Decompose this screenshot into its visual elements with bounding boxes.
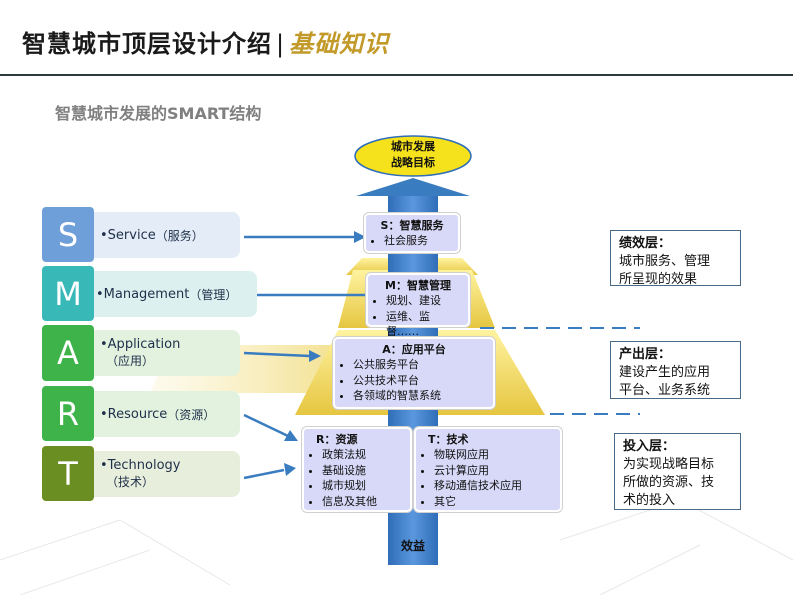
technology-item: 物联网应用 xyxy=(434,447,554,463)
service-band: •Service（服务） xyxy=(94,212,240,258)
technology-item: 其它 xyxy=(434,494,554,510)
goal-line-2: 战略目标 xyxy=(391,156,435,169)
application-label-cn: （应用） xyxy=(106,354,155,368)
resource-item: 城市规划 xyxy=(322,478,404,494)
title-highlight: 基础知识 xyxy=(289,30,390,58)
section-subtitle: 智慧城市发展的SMART结构 xyxy=(55,104,262,123)
application-arrow xyxy=(243,351,311,358)
management-band: •Management（管理） xyxy=(94,271,257,317)
goal-arrow-head xyxy=(356,178,470,196)
resource-item: 基础设施 xyxy=(322,463,404,479)
letter-m-tile: M xyxy=(42,266,94,321)
service-label: •Service xyxy=(100,227,156,243)
output-layer-head: 产出层： xyxy=(619,347,672,362)
technology-item: 云计算应用 xyxy=(434,463,554,479)
title-main: 智慧城市顶层设计介绍 xyxy=(22,30,272,58)
input-layer-note: 投入层： 为实现战略目标 所做的资源、技 术的投入 xyxy=(614,433,741,510)
technology-box: T：技术 物联网应用 云计算应用 移动通信技术应用 其它 xyxy=(414,427,562,512)
resource-item: 信息及其他 xyxy=(322,494,404,510)
input-layer-line: 所做的资源、技 xyxy=(623,475,715,490)
header-divider xyxy=(0,74,793,76)
application-band: •Application （应用） xyxy=(94,330,240,376)
application-box: A：应用平台 公共服务平台 公共技术平台 各领域的智慧系统 xyxy=(333,337,495,409)
application-arrow-head xyxy=(309,350,321,362)
input-layer-line: 为实现战略目标 xyxy=(623,457,715,472)
letter-t-tile: T xyxy=(42,446,94,501)
input-layer-line: 术的投入 xyxy=(623,493,676,508)
management-box-head: M：智慧管理 xyxy=(385,279,451,292)
input-layer-head: 投入层： xyxy=(623,439,676,454)
management-label: •Management xyxy=(96,286,190,302)
output-layer-line: 平台、业务系统 xyxy=(619,383,711,398)
service-item: 社会服务 xyxy=(384,233,452,249)
technology-label-cn: （技术） xyxy=(106,475,155,489)
application-item: 公共服务平台 xyxy=(353,357,487,373)
service-label-cn: （服务） xyxy=(155,228,204,243)
technology-band: •Technology （技术） xyxy=(94,451,240,497)
resource-band: •Resource（资源） xyxy=(94,391,240,437)
technology-arrow xyxy=(243,468,285,480)
management-label-cn: （管理） xyxy=(189,287,238,302)
technology-box-head: T：技术 xyxy=(428,433,469,446)
technology-arrow-head xyxy=(284,463,296,476)
technology-label: •Technology xyxy=(100,458,181,473)
service-box: S：智慧服务 社会服务 xyxy=(364,213,460,253)
letter-a-tile: A xyxy=(42,325,94,381)
resource-arrow-head xyxy=(284,430,298,441)
application-label: •Application xyxy=(100,337,181,352)
title-separator: | xyxy=(276,30,286,58)
performance-layer-line: 城市服务、管理 xyxy=(619,254,711,269)
performance-layer-line: 所呈现的效果 xyxy=(619,272,698,287)
management-box: M：智慧管理 规划、建设 运维、监督…… xyxy=(366,273,470,338)
service-box-head: S：智慧服务 xyxy=(380,219,444,232)
performance-layer-head: 绩效层： xyxy=(619,236,672,251)
technology-item: 移动通信技术应用 xyxy=(434,478,554,494)
application-item: 公共技术平台 xyxy=(353,373,487,389)
resource-arrow xyxy=(243,413,289,438)
performance-layer-note: 绩效层： 城市服务、管理 所呈现的效果 xyxy=(610,230,741,287)
resource-label: •Resource xyxy=(100,406,168,422)
output-layer-line: 建设产生的应用 xyxy=(619,365,711,380)
resource-item: 政策法规 xyxy=(322,447,404,463)
application-item: 各领域的智慧系统 xyxy=(353,388,487,404)
resource-box-head: R：资源 xyxy=(316,433,358,446)
resource-label-cn: （资源） xyxy=(167,407,216,422)
application-box-head: A：应用平台 xyxy=(382,343,446,356)
management-item: 运维、监督…… xyxy=(386,309,462,340)
output-layer-note: 产出层： 建设产生的应用 平台、业务系统 xyxy=(610,341,741,399)
service-arrow-head xyxy=(354,231,366,243)
goal-label: 城市发展 战略目标 xyxy=(373,139,453,171)
resource-box: R：资源 政策法规 基础设施 城市规划 信息及其他 xyxy=(302,427,412,512)
letter-s-tile: S xyxy=(42,207,94,262)
letter-r-tile: R xyxy=(42,386,94,441)
benefit-label: 效益 xyxy=(400,539,425,553)
page-title: 智慧城市顶层设计介绍|基础知识 xyxy=(22,24,389,59)
goal-ellipse xyxy=(354,135,472,177)
management-item: 规划、建设 xyxy=(386,293,462,309)
goal-line-1: 城市发展 xyxy=(391,140,435,153)
